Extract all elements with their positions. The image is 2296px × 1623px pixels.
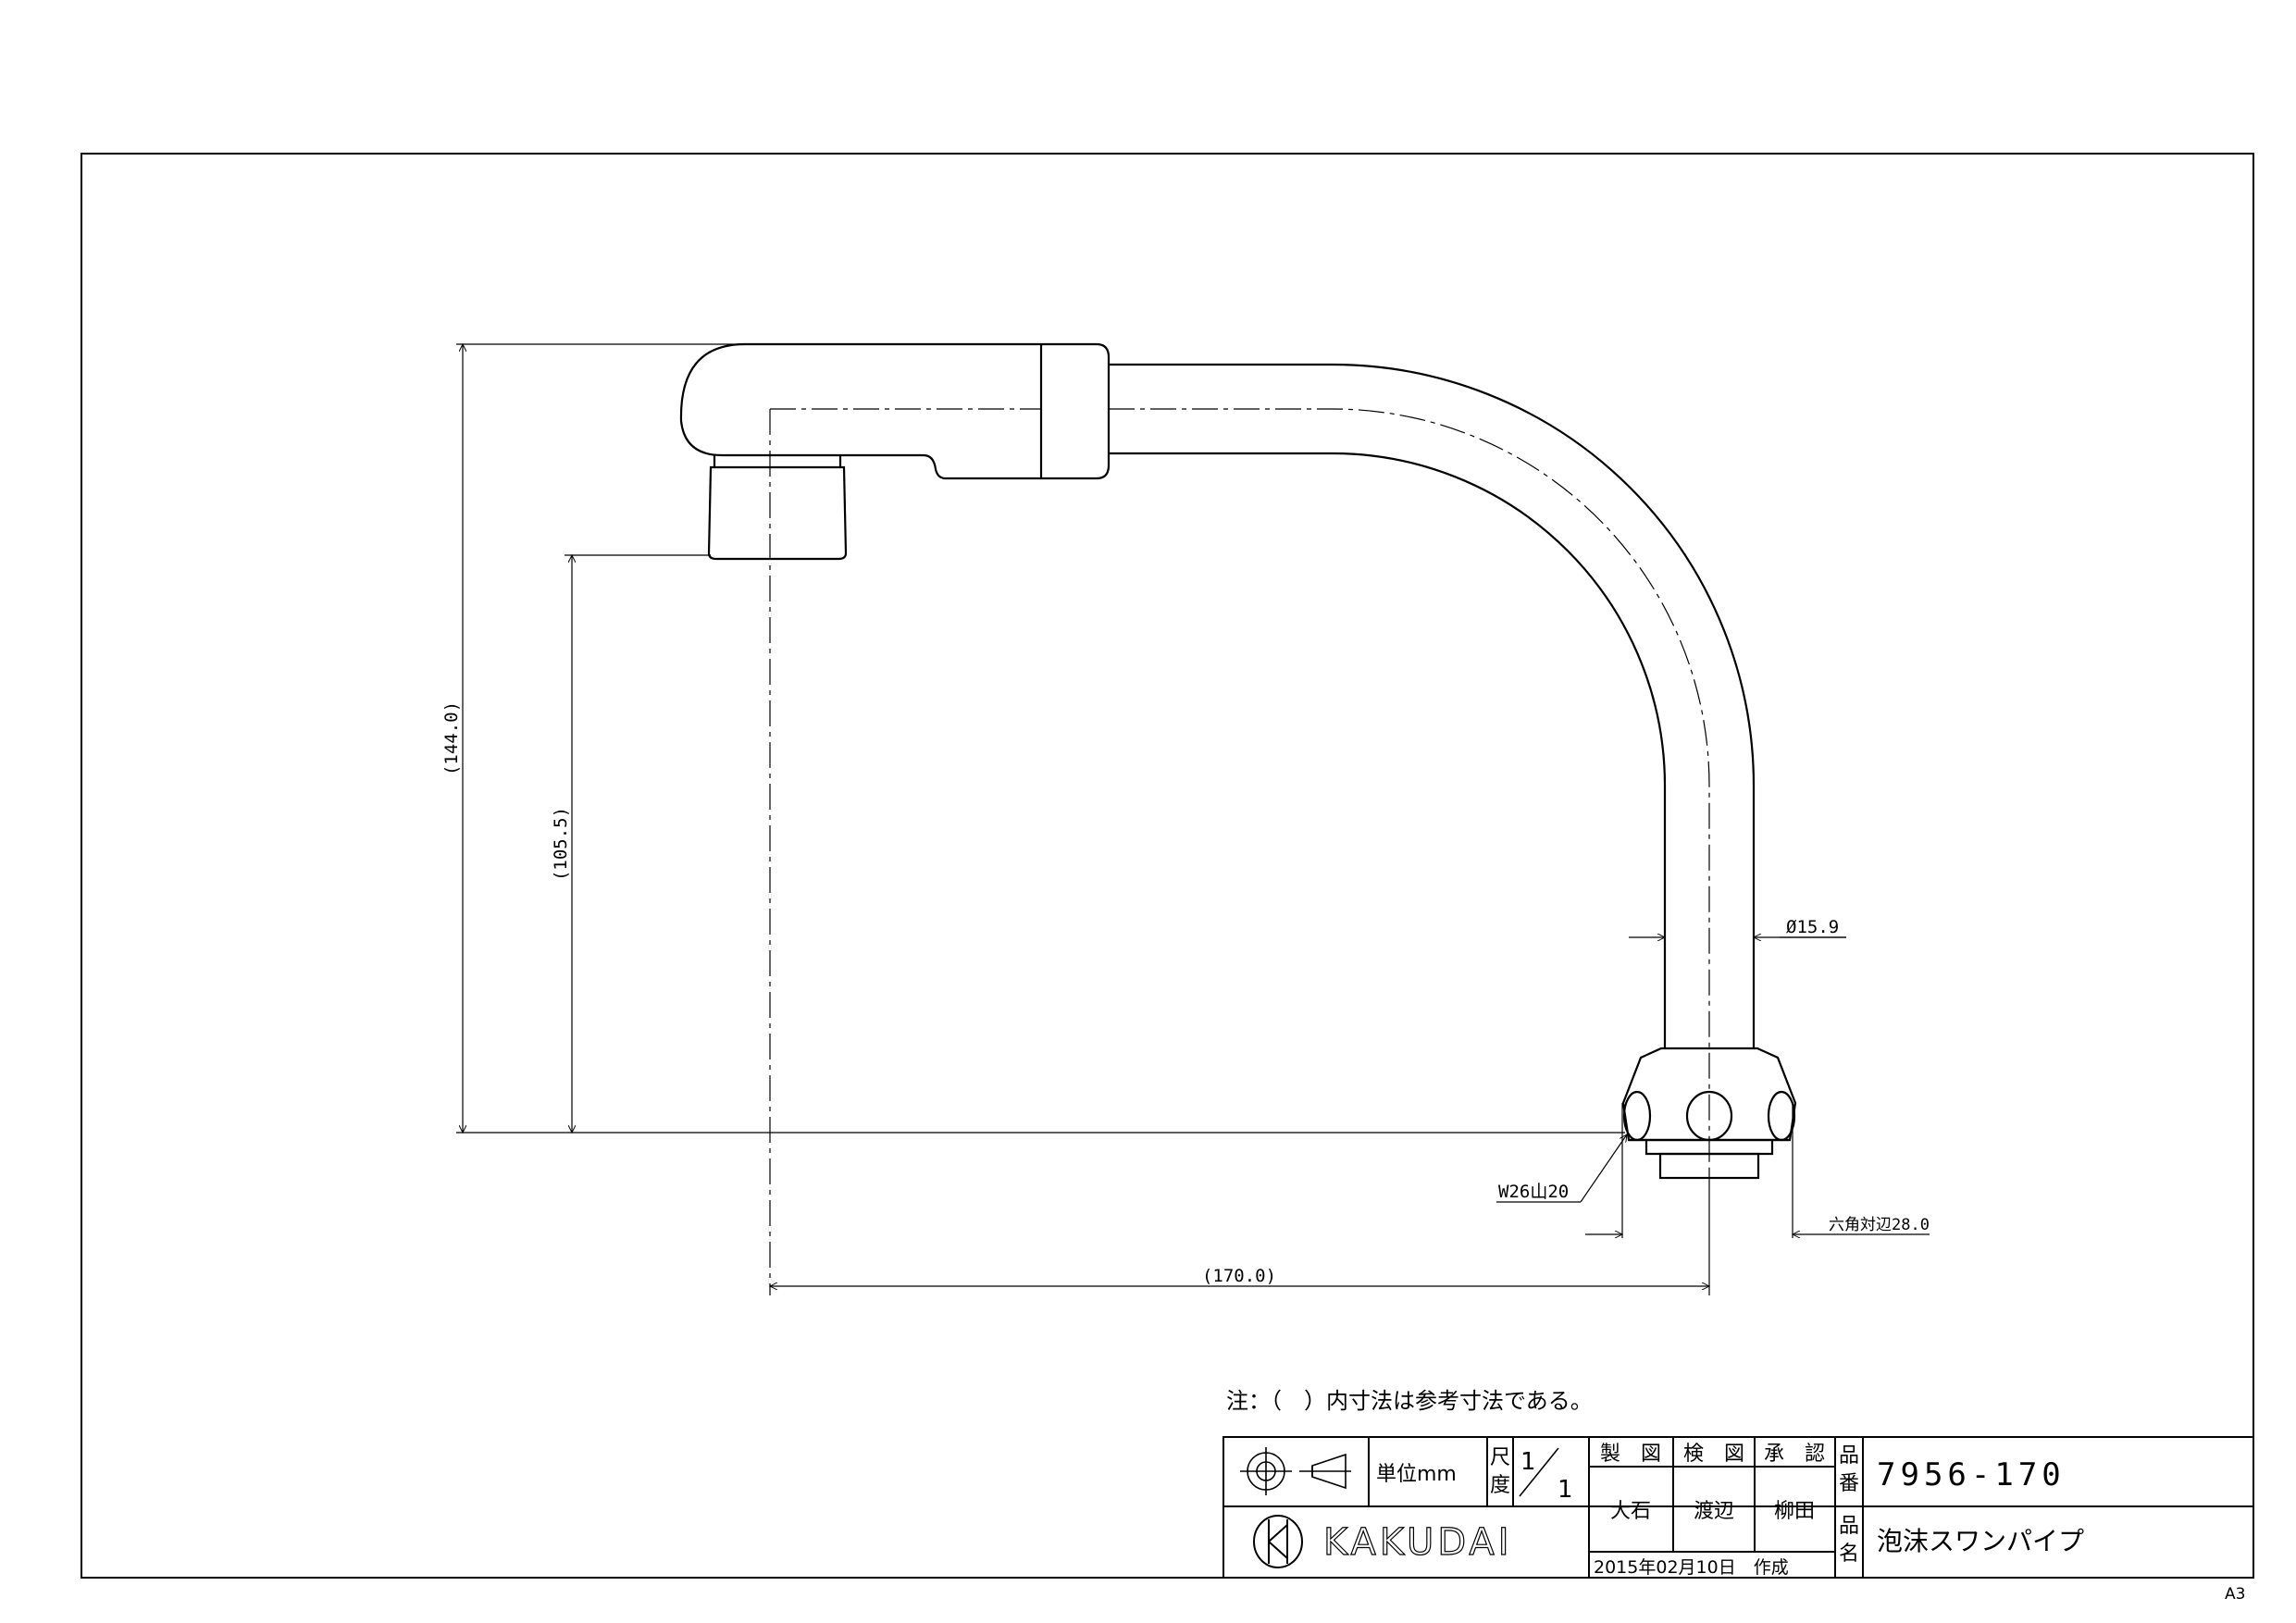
hex-hole-right	[1767, 1090, 1796, 1142]
hex-hole-left	[1622, 1090, 1652, 1142]
dim-thread: W26山20	[1498, 1182, 1569, 1202]
scale-label-2: 度	[1490, 1474, 1510, 1497]
pipe-outer	[1109, 363, 1756, 1048]
dim-reach: (170.0)	[1202, 1266, 1276, 1286]
part-name-label-2: 名	[1839, 1542, 1859, 1566]
drawn-label: 製 図	[1600, 1443, 1661, 1466]
pipe-inner	[1109, 452, 1667, 1048]
part-no-label-1: 品	[1839, 1444, 1859, 1468]
checked-label: 検 図	[1683, 1443, 1744, 1466]
reference-note: 注：（ ）内寸法は参考寸法である。	[1226, 1388, 1593, 1414]
dim-overall-height: (144.0)	[441, 701, 462, 775]
part-number: 7956-170	[1877, 1456, 2066, 1493]
paper-size: A3	[2225, 1585, 2245, 1604]
dimension-lines	[456, 344, 1930, 1295]
spout-head	[679, 342, 1111, 480]
scale-denominator: 1	[1558, 1476, 1573, 1504]
checked-by: 渡辺	[1694, 1500, 1734, 1523]
dim-pipe-diameter: Ø15.9	[1786, 917, 1839, 937]
third-angle-projection-icon	[1240, 1447, 1351, 1495]
center-lines	[769, 408, 1710, 1295]
title-block-grid	[1222, 1436, 2254, 1579]
approved-by: 柳田	[1774, 1500, 1815, 1523]
unit-label: 単位mm	[1376, 1463, 1457, 1486]
dim-hex-size: 六角対辺28.0	[1829, 1216, 1930, 1234]
approved-label: 承 認	[1764, 1443, 1825, 1466]
scale-numerator: 1	[1520, 1448, 1536, 1476]
part-name: 泡沫スワンパイプ	[1877, 1526, 2084, 1556]
scale-label-1: 尺	[1490, 1446, 1510, 1469]
thread-leader	[1580, 1134, 1627, 1203]
company-name: KAKUDAI	[1323, 1521, 1513, 1564]
aerator	[707, 455, 848, 561]
part-name-label-1: 品	[1839, 1515, 1859, 1538]
dim-outlet-height: (105.5)	[551, 807, 571, 881]
part-no-label-2: 番	[1839, 1472, 1859, 1495]
drawn-by: 大石	[1610, 1500, 1651, 1523]
date-created: 2015年02月10日 作成	[1594, 1557, 1789, 1578]
faucet-outline	[679, 342, 1797, 1180]
company-logo-icon	[1253, 1515, 1303, 1568]
drawing-frame	[81, 153, 2254, 1579]
